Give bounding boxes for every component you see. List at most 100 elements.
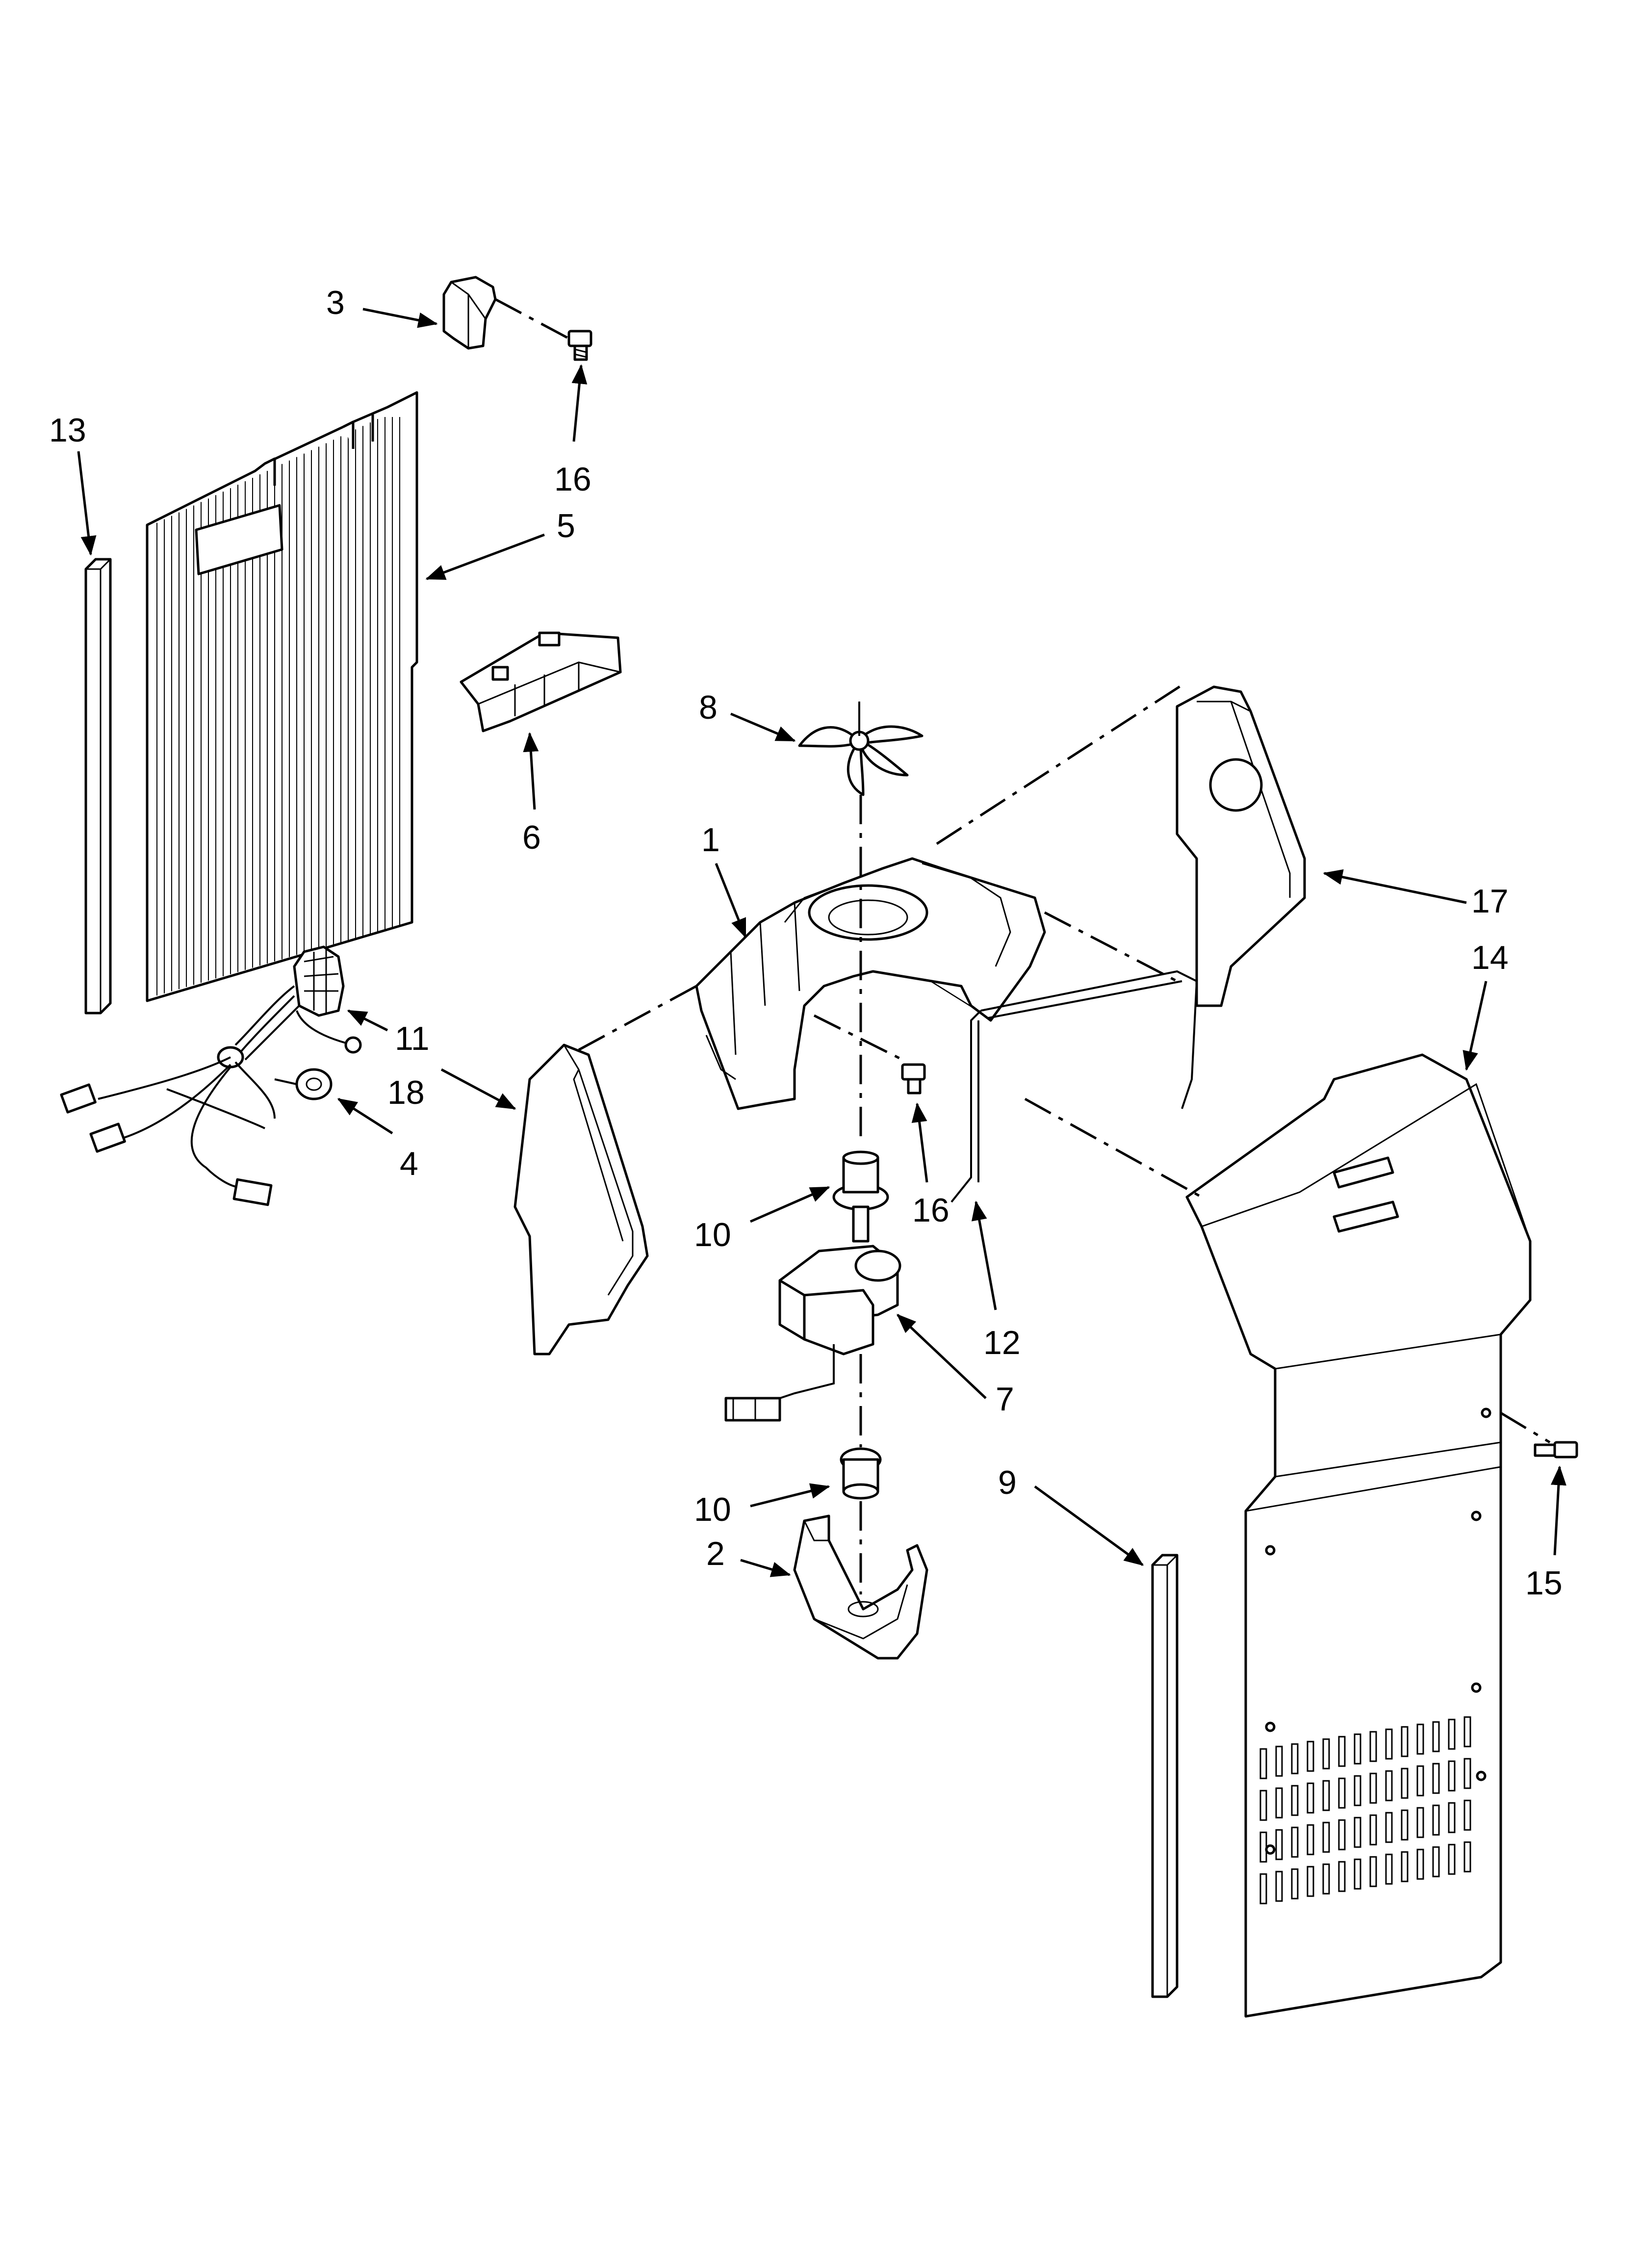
vent-slot: [1432, 1804, 1440, 1836]
callout-3: 3: [326, 284, 345, 321]
part-14-rear-panel: [1185, 1053, 1532, 2018]
vent-slot: [1416, 1807, 1424, 1838]
vent-slot: [1401, 1809, 1409, 1841]
vent-slot: [1463, 1799, 1471, 1831]
part-18-side-panel: [513, 1043, 649, 1356]
vent-slot: [1259, 1831, 1267, 1863]
vent-slot: [1401, 1851, 1409, 1882]
vent-slot: [1354, 1733, 1361, 1765]
phantom-line-12: [1044, 911, 1178, 983]
vent-slot: [1307, 1741, 1314, 1772]
vent-slot: [1385, 1770, 1393, 1801]
part-11-wire-harness: [60, 945, 362, 1206]
vent-slot: [1322, 1738, 1330, 1770]
part-2-bracket: [793, 1514, 928, 1660]
vent-slot: [1322, 1863, 1330, 1895]
callout-8: 8: [699, 689, 718, 726]
vent-slot: [1432, 1763, 1440, 1794]
vent-slot: [1401, 1726, 1409, 1757]
callout-11: 11: [395, 1020, 430, 1057]
callout-10-upper: 10: [694, 1216, 731, 1253]
vent-slot: [1369, 1856, 1377, 1887]
vent-slot: [1275, 1829, 1283, 1860]
callout-13: 13: [49, 412, 86, 449]
vent-slot: [1291, 1868, 1299, 1900]
part-4-grommet: [274, 1068, 333, 1100]
vent-slot: [1307, 1866, 1314, 1897]
vent-slot: [1354, 1775, 1361, 1806]
callout-1: 1: [701, 821, 720, 859]
part-16-screw-top: [494, 298, 592, 361]
vent-slot: [1291, 1826, 1299, 1858]
vent-slot: [1463, 1716, 1471, 1747]
callout-16-mid: 16: [912, 1192, 949, 1229]
vent-slot: [1432, 1846, 1440, 1877]
vent-slot: [1338, 1736, 1346, 1767]
part-10-mount-upper: [832, 1150, 889, 1211]
vent-slot: [1259, 1790, 1267, 1821]
callout-15: 15: [1525, 1564, 1563, 1602]
part-12-wire-rod: [950, 970, 1198, 1203]
vent-slot: [1354, 1858, 1361, 1890]
vent-slot: [1275, 1787, 1283, 1819]
vent-slot: [1448, 1844, 1456, 1875]
vent-slot: [1275, 1746, 1283, 1777]
vent-slot: [1354, 1817, 1361, 1848]
phantom-line-14: [1024, 1097, 1203, 1199]
part-13-strip: [84, 558, 112, 1015]
vent-slot: [1369, 1731, 1377, 1762]
vent-slot: [1307, 1824, 1314, 1855]
vent-slot: [1338, 1819, 1346, 1851]
vent-slot: [1259, 1748, 1267, 1779]
part-16-screw-mid: [813, 1014, 926, 1095]
callout-labels: 3 16 13 5 6 8 1 17 14 11 18 4 16 10 12 7…: [49, 284, 1563, 1602]
callout-12: 12: [983, 1324, 1021, 1361]
part-8-fan-blade: [798, 702, 924, 796]
vent-slot: [1416, 1723, 1424, 1755]
part-10-mount-lower: [840, 1447, 882, 1500]
vent-slot: [1338, 1777, 1346, 1809]
callout-10-lower: 10: [694, 1491, 731, 1528]
callout-16-top: 16: [554, 461, 591, 498]
vent-slot: [1385, 1728, 1393, 1760]
part-15-screw: [1500, 1411, 1578, 1459]
vent-slot: [1322, 1822, 1330, 1853]
vent-slot: [1463, 1841, 1471, 1873]
vent-slot: [1448, 1760, 1456, 1792]
callout-14: 14: [1471, 939, 1509, 976]
part-9-strip: [1151, 1554, 1179, 1998]
phantom-line-17: [936, 680, 1188, 845]
vent-slot: [1338, 1861, 1346, 1892]
callout-4: 4: [400, 1145, 418, 1182]
vent-slot: [1448, 1719, 1456, 1750]
part-7-motor: [724, 1205, 901, 1422]
callout-18: 18: [387, 1074, 425, 1111]
part-3-cap: [442, 276, 497, 350]
vent-slot: [1322, 1780, 1330, 1811]
callout-2: 2: [706, 1535, 725, 1572]
vent-slot: [1401, 1768, 1409, 1799]
vent-slot: [1416, 1849, 1424, 1880]
callout-7: 7: [996, 1381, 1014, 1418]
part-5-ribbed-panel: [146, 391, 418, 1002]
part-1-fan-housing: [695, 857, 1046, 1110]
vent-slot: [1275, 1871, 1283, 1902]
callout-17: 17: [1471, 883, 1509, 920]
vent-slot: [1369, 1814, 1377, 1846]
vent-slot: [1385, 1853, 1393, 1885]
vent-slot: [1385, 1812, 1393, 1843]
vent-slot: [1259, 1873, 1267, 1904]
leader-lines: [77, 308, 1566, 1577]
callout-9: 9: [998, 1464, 1017, 1501]
callout-5: 5: [557, 507, 575, 545]
vent-slot: [1448, 1802, 1456, 1833]
callout-6: 6: [522, 819, 541, 856]
part-17-side-panel: [1176, 685, 1306, 1007]
vent-slot: [1291, 1743, 1299, 1774]
part-6-bracket: [460, 631, 622, 732]
vent-slot: [1369, 1773, 1377, 1804]
vent-slot: [1463, 1758, 1471, 1789]
vent-slot: [1291, 1785, 1299, 1816]
vent-slot: [1416, 1765, 1424, 1797]
